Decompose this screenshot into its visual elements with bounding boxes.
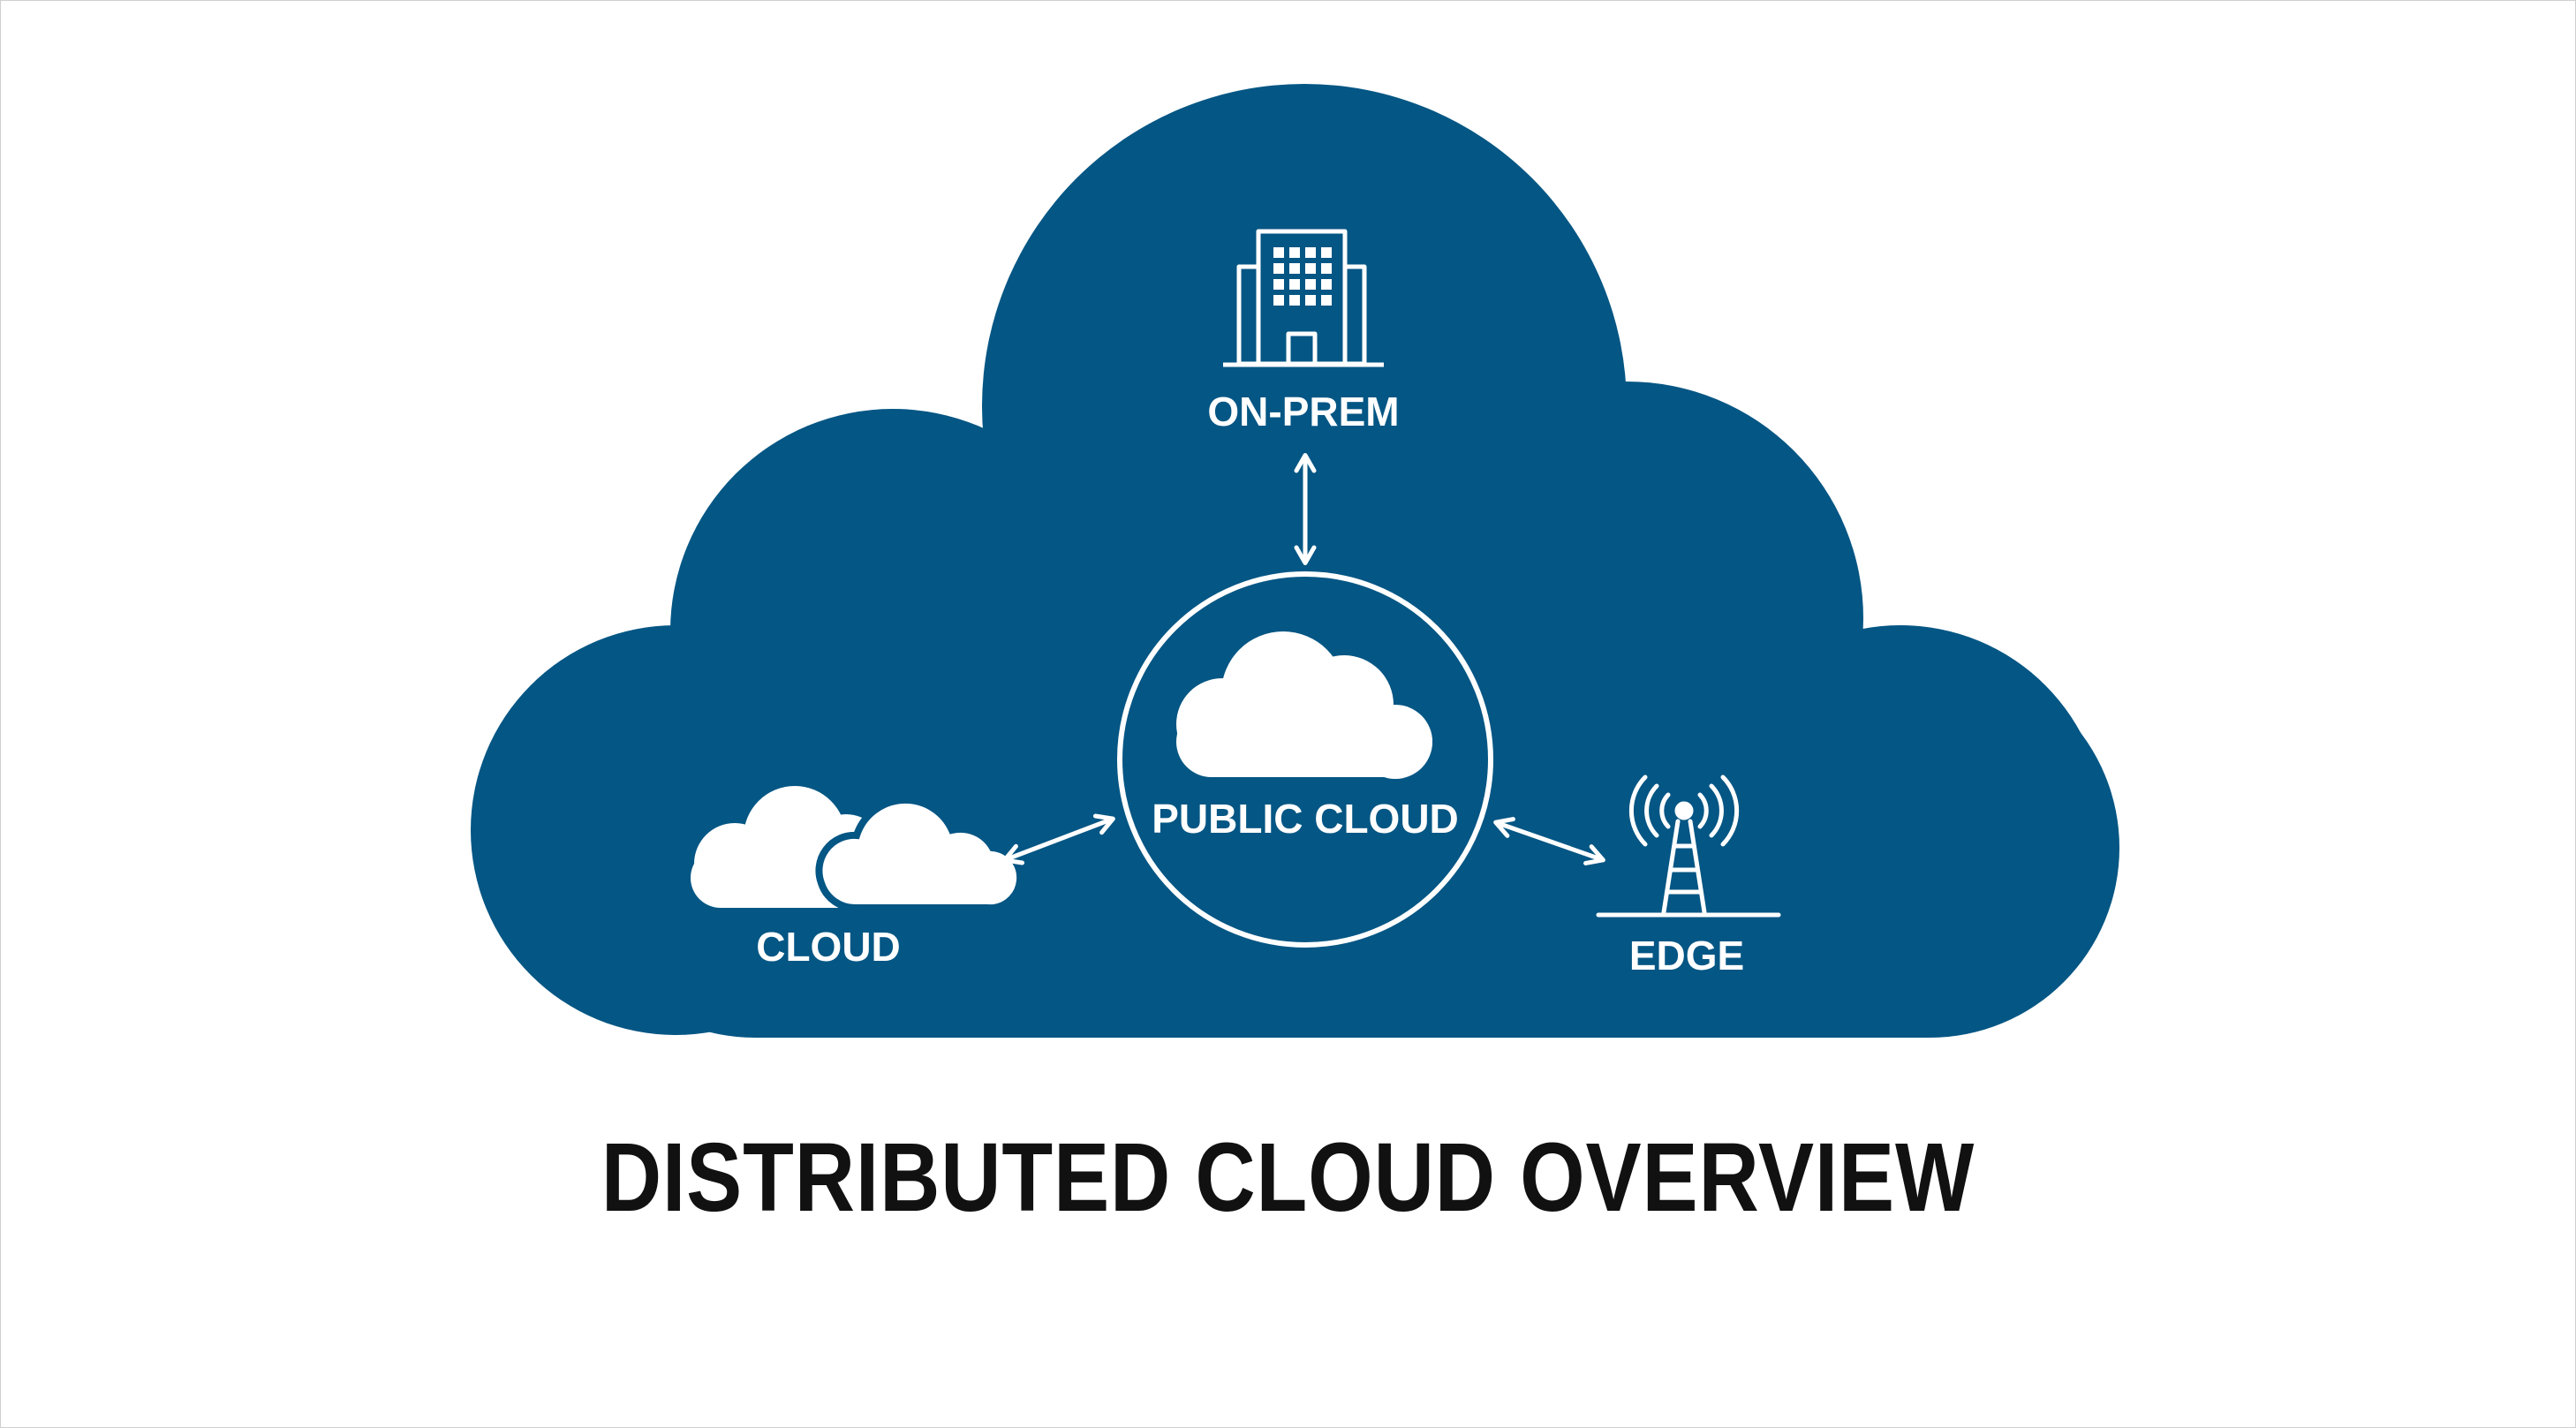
background-cloud-shape xyxy=(471,84,2119,1038)
node-label-edge: EDGE xyxy=(1629,933,1744,978)
arrow-public-cloud-edge xyxy=(1493,817,1605,865)
building-icon xyxy=(1223,229,1384,367)
antenna-tower-icon xyxy=(1596,774,1781,918)
public-cloud-circle xyxy=(1117,571,1493,948)
cloud-icon xyxy=(1176,631,1432,779)
diagram-title: DISTRIBUTED CLOUD OVERVIEW xyxy=(601,1123,1975,1232)
arrow-public-cloud-cloud xyxy=(1002,813,1115,865)
node-label-on-prem: ON-PREM xyxy=(1207,389,1399,434)
node-label-cloud: CLOUD xyxy=(756,924,901,970)
double-cloud-icon xyxy=(691,786,1024,912)
node-label-public-cloud: PUBLIC CLOUD xyxy=(1152,796,1459,842)
